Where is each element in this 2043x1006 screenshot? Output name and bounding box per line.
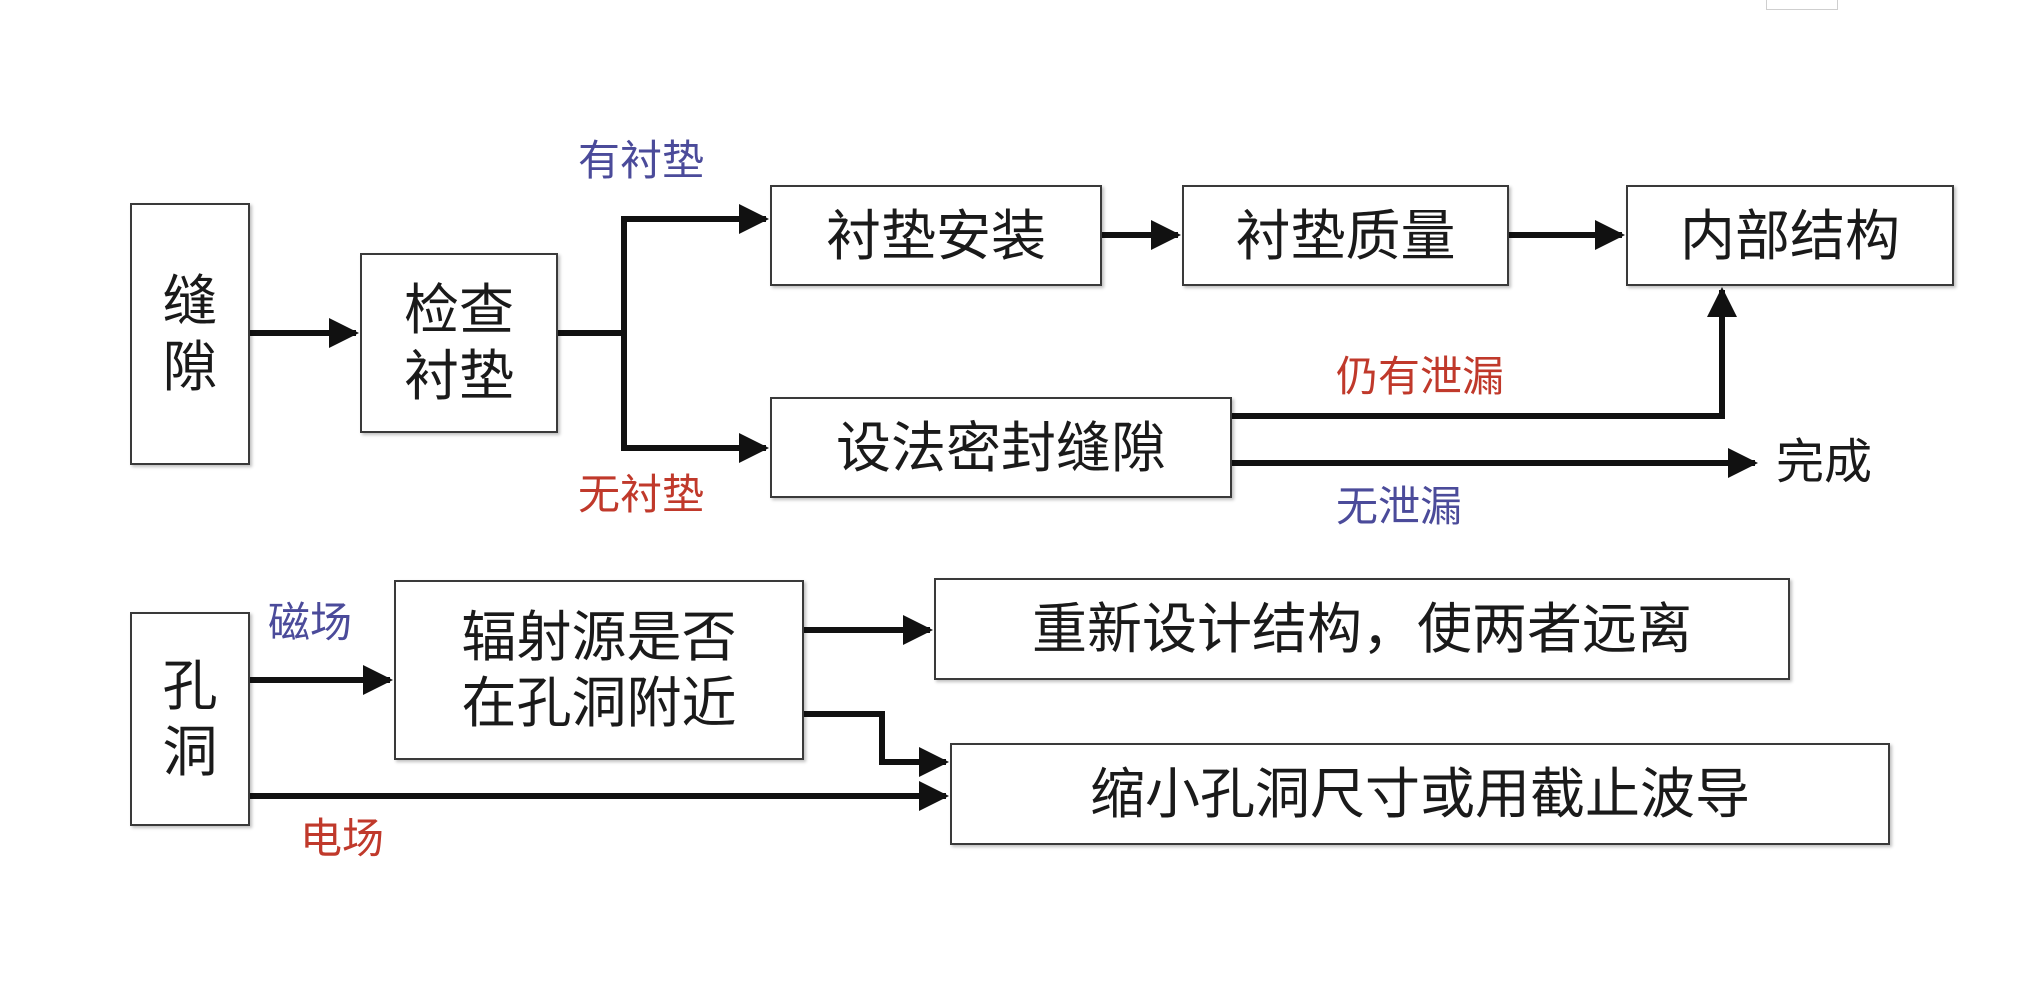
node-hole-line-2: 洞 xyxy=(162,720,218,784)
node-hole: 孔 洞 xyxy=(130,612,250,826)
arrow-branch-to-seal-seam xyxy=(621,333,769,463)
node-seam-line-2: 隙 xyxy=(162,335,218,399)
edge-label-no-gasket: 无衬垫 xyxy=(578,470,705,519)
node-gasket-install-text: 衬垫安装 xyxy=(825,203,1046,268)
node-done: 完成 xyxy=(1776,434,1873,490)
node-redesign: 重新设计结构，使两者远离 xyxy=(934,578,1790,680)
node-shrink-hole: 缩小孔洞尺寸或用截止波导 xyxy=(950,743,1890,845)
edge-label-electric-field: 电场 xyxy=(300,814,385,863)
node-seam-line-1: 缝 xyxy=(162,269,218,333)
node-source-near-hole-line-2: 在孔洞附近 xyxy=(461,671,737,735)
arrow-still-leaking-to-internal xyxy=(1232,287,1737,419)
node-gasket-quality-text: 衬垫质量 xyxy=(1235,203,1456,268)
edge-label-no-leak: 无泄漏 xyxy=(1336,482,1463,531)
node-seal-seam: 设法密封缝隙 xyxy=(770,397,1232,498)
arrow-branch-to-gasket-install xyxy=(621,204,769,333)
arrow-source-to-shrink xyxy=(804,711,949,777)
corner-frame-fragment xyxy=(1766,0,1838,10)
edge-label-magnetic-field: 磁场 xyxy=(268,598,353,647)
edge-label-has-gasket: 有衬垫 xyxy=(578,136,705,185)
node-redesign-text: 重新设计结构，使两者远离 xyxy=(1031,597,1692,661)
node-seal-seam-text: 设法密封缝隙 xyxy=(835,415,1166,480)
node-source-near-hole-line-1: 辐射源是否 xyxy=(461,605,737,669)
node-source-near-hole: 辐射源是否 在孔洞附近 xyxy=(394,580,804,760)
edge-label-still-leaking: 仍有泄漏 xyxy=(1336,352,1505,401)
node-gasket-install: 衬垫安装 xyxy=(770,185,1102,286)
node-check-gasket-line-2: 衬垫 xyxy=(403,344,514,408)
node-internal-structure-text: 内部结构 xyxy=(1679,203,1900,268)
node-check-gasket-line-1: 检查 xyxy=(403,278,514,342)
node-gasket-quality: 衬垫质量 xyxy=(1182,185,1509,286)
node-shrink-hole-text: 缩小孔洞尺寸或用截止波导 xyxy=(1089,762,1750,826)
node-seam: 缝 隙 xyxy=(130,203,250,465)
node-hole-line-1: 孔 xyxy=(162,654,218,718)
node-internal-structure: 内部结构 xyxy=(1626,185,1954,286)
node-check-gasket: 检查 衬垫 xyxy=(360,253,558,433)
